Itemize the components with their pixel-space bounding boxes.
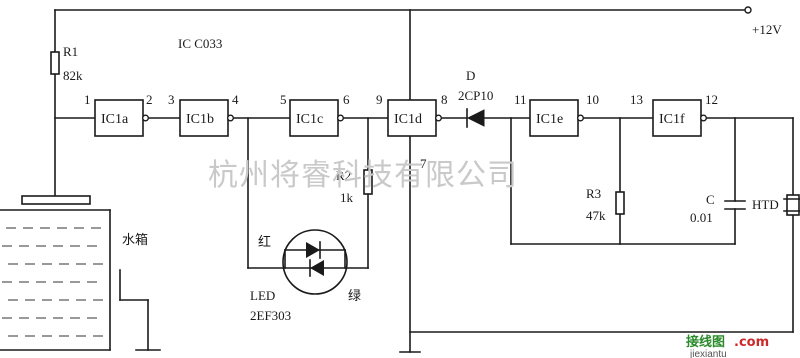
ic1e-bubble <box>577 114 584 122</box>
led-green-label: 绿 <box>348 289 361 304</box>
ic1a-pin-in: 1 <box>84 92 91 107</box>
water-tank: 水箱 <box>0 195 148 351</box>
led-green-triangle <box>310 260 324 276</box>
ic1c-gate <box>289 99 339 137</box>
supply-voltage: +12V <box>752 22 782 37</box>
r1-resistor <box>50 51 60 75</box>
ic1b-bubble <box>227 114 234 122</box>
ic1a-label: IC1a <box>101 112 129 127</box>
led-red-triangle <box>306 242 320 258</box>
ic1d-gate <box>387 99 437 137</box>
buzzer-body <box>786 194 800 216</box>
supply-terminal <box>744 6 752 14</box>
diode-part: 2CP10 <box>458 88 493 103</box>
r3-resistor <box>615 191 625 215</box>
ic1b-gate <box>179 99 229 137</box>
watermark: 杭州将睿科技有限公司 <box>208 158 518 193</box>
r2-value: 1k <box>340 190 354 205</box>
ic1d-label: IC1d <box>394 112 422 127</box>
ic1b-pin-out: 4 <box>232 92 239 107</box>
r3-value: 47k <box>586 208 606 223</box>
ic1d-pin-gnd: 7 <box>420 156 427 171</box>
ic1f-pin-out: 12 <box>705 92 718 107</box>
ic1c-label: IC1c <box>296 112 323 127</box>
ic1d-pin-in: 9 <box>376 92 383 107</box>
capacitor-value: 0.01 <box>690 210 713 225</box>
ic1c-pin-out: 6 <box>343 92 350 107</box>
r2-ref: R2 <box>336 168 351 183</box>
ic1b-pin-in: 3 <box>168 92 175 107</box>
r3-ref: R3 <box>586 186 601 201</box>
bicolor-led: 红 绿 LED 2EF303 <box>250 229 361 323</box>
logo-text: 接线图 <box>686 334 725 350</box>
logo-domain: jiexiantu <box>689 349 727 358</box>
ic1f-bubble <box>700 114 707 122</box>
diode-ref: D <box>466 68 475 83</box>
led-ref: LED <box>250 288 275 303</box>
wiring <box>54 6 794 353</box>
ic1e-pin-in: 11 <box>514 92 527 107</box>
led-body <box>282 229 348 295</box>
r2-resistor <box>363 169 373 195</box>
diode-triangle <box>466 109 485 127</box>
ic1f-label: IC1f <box>659 112 685 127</box>
ic1f-pin-in: 13 <box>630 92 643 107</box>
ic1d-bubble <box>435 114 442 122</box>
ic1f-gate <box>652 99 702 137</box>
ic1c-pin-in: 5 <box>280 92 287 107</box>
ic1e-gate <box>529 99 579 137</box>
ic1a-pin-out: 2 <box>146 92 153 107</box>
ic1a-bubble <box>142 114 149 122</box>
tank-lid <box>21 195 91 205</box>
ic1b-label: IC1b <box>186 112 214 127</box>
led-part: 2EF303 <box>250 308 291 323</box>
r1-ref: R1 <box>63 44 78 59</box>
r1-value: 82k <box>63 68 83 83</box>
ic1c-bubble <box>337 114 344 122</box>
logo-dotcom: .com <box>734 335 769 350</box>
buzzer-label: HTD <box>752 197 779 212</box>
ic1a-gate <box>94 99 144 137</box>
capacitor-ref: C <box>706 192 715 207</box>
ic-label: IC C033 <box>178 36 222 51</box>
ic1e-pin-out: 10 <box>586 92 599 107</box>
ic1e-label: IC1e <box>536 112 563 127</box>
ic1d-pin-out: 8 <box>441 92 448 107</box>
tank-label: 水箱 <box>122 232 148 248</box>
led-red-label: 红 <box>258 234 271 250</box>
